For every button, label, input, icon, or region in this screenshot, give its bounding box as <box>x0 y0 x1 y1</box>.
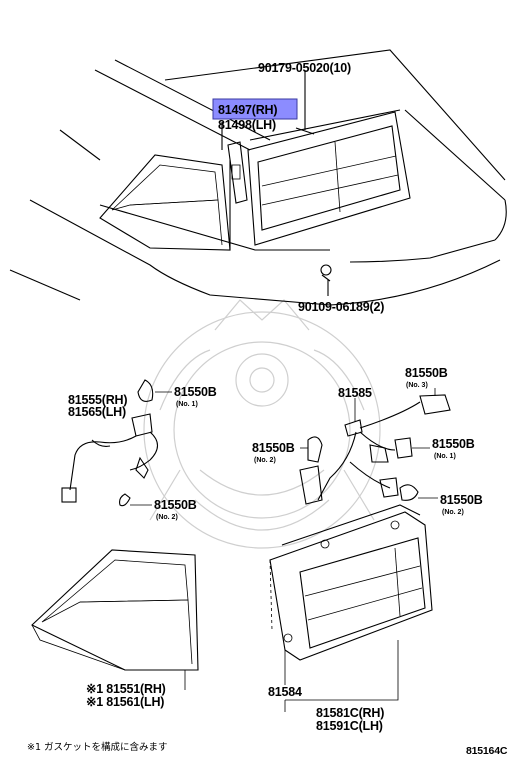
lower-left-tail-lamp <box>31 549 199 671</box>
label-right-no3-sub: (No. 3) <box>406 382 428 389</box>
label-81565-lh[interactable]: 81565(LH) <box>68 405 126 419</box>
label-81550b-left-no1[interactable]: 81550B <box>174 385 217 399</box>
rear-garnish-lamp <box>269 504 433 661</box>
label-right-no2-sub: (No. 2) <box>442 509 464 516</box>
label-81550b-center-no2[interactable]: 81550B <box>252 441 295 455</box>
label-left-no2-sub: (No. 2) <box>156 514 178 521</box>
label-81585[interactable]: 81585 <box>338 386 372 400</box>
footnote-text: ※1 ガスケットを構成に含みます <box>27 741 168 753</box>
screw-part <box>320 264 332 282</box>
label-81555-rh[interactable]: 81555(RH) <box>68 393 128 407</box>
vehicle-body-outline <box>9 49 507 306</box>
label-81550b-right-no2[interactable]: 81550B <box>440 493 483 507</box>
watermark-emblem <box>143 299 381 549</box>
label-81497-rh[interactable]: 81497(RH) <box>218 103 278 117</box>
label-90109[interactable]: 90109-06189(2) <box>298 300 384 314</box>
label-81591c-lh[interactable]: 81591C(LH) <box>316 719 383 733</box>
diagram-code: 815164C <box>466 745 508 757</box>
label-left-no1-sub: (No. 1) <box>176 401 198 408</box>
label-81584[interactable]: 81584 <box>268 685 302 699</box>
label-81550b-right-no1[interactable]: 81550B <box>432 437 475 451</box>
label-90179[interactable]: 90179-05020(10) <box>258 61 351 75</box>
garnish-bracket <box>227 141 248 204</box>
right-socket-harness <box>299 394 451 505</box>
label-81550b-right-no3[interactable]: 81550B <box>405 366 448 380</box>
label-81551-rh[interactable]: ※1 81551(RH) <box>86 682 166 696</box>
left-socket-wire-assembly <box>61 379 159 507</box>
highlight-81497[interactable] <box>212 98 298 120</box>
label-81581c-rh[interactable]: 81581C(RH) <box>316 706 384 720</box>
label-center-no2-sub: (No. 2) <box>254 457 276 464</box>
label-81561-lh[interactable]: ※1 81561(LH) <box>86 695 164 709</box>
top-left-tail-lamp <box>99 154 231 251</box>
top-right-tail-lamp <box>247 111 411 246</box>
label-81498-lh[interactable]: 81498(LH) <box>218 118 276 132</box>
label-right-no1-sub: (No. 1) <box>434 453 456 460</box>
label-81550b-left-no2[interactable]: 81550B <box>154 498 197 512</box>
